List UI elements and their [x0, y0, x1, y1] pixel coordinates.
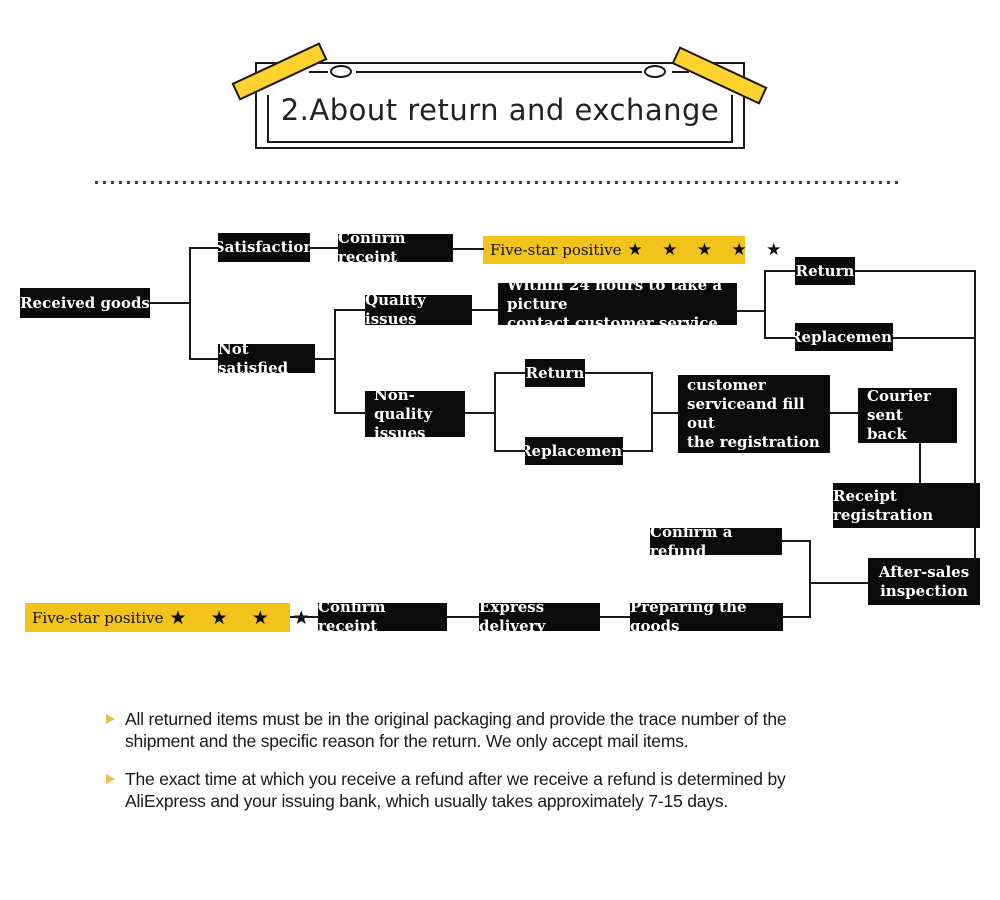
- flow-node-not-satisfied: Not satisfied: [218, 340, 315, 377]
- connector-line: [653, 412, 678, 414]
- connector-line: [336, 309, 366, 311]
- flow-node-confirm-receipt-bottom: Confirm receipt: [318, 598, 447, 635]
- connector-line: [496, 450, 525, 452]
- banner-string-line: [356, 71, 642, 73]
- connector-line: [472, 309, 498, 311]
- connector-line: [600, 616, 630, 618]
- connector-line: [783, 616, 810, 618]
- node-label: Contact customer serviceand fill out the…: [687, 357, 820, 470]
- five-star-icons: ★ ★ ★ ★ ★: [169, 606, 360, 629]
- flow-node-quality-issues: Quality issues: [365, 291, 472, 328]
- connector-line: [585, 372, 652, 374]
- node-label: Receipt registration: [833, 486, 934, 524]
- connector-line: [809, 540, 811, 618]
- connector-line: [855, 270, 975, 272]
- node-label: Confirm receipt: [318, 598, 386, 635]
- connector-line: [764, 270, 766, 339]
- node-label: Express delivery: [479, 598, 546, 635]
- node-label: Replacement: [789, 327, 899, 346]
- node-label: Five-star positive: [32, 608, 164, 627]
- flow-node-within-24-hours: Within 24 hours to take a picture contac…: [498, 276, 737, 332]
- dotted-divider: [95, 181, 901, 184]
- connector-line: [191, 247, 219, 249]
- node-label: After-sales inspection: [878, 562, 970, 600]
- node-label: Replacement: [519, 441, 629, 460]
- node-label: Return: [525, 363, 585, 382]
- node-label: Five-star positive: [490, 241, 622, 259]
- connector-line: [919, 443, 921, 484]
- node-label: Not satisfied: [218, 339, 289, 377]
- connector-line: [465, 412, 495, 414]
- flow-node-received-goods: Received goods: [20, 288, 150, 318]
- connector-line: [651, 372, 653, 452]
- five-star-icons: ★ ★ ★ ★ ★: [627, 240, 789, 260]
- bullet-triangle-icon: [106, 714, 115, 724]
- flow-node-contact-customer: Contact customer serviceand fill out the…: [678, 357, 830, 470]
- connector-line: [830, 412, 858, 414]
- connector-line: [766, 270, 795, 272]
- node-label: Received goods: [20, 293, 150, 312]
- ring-icon: [644, 65, 666, 78]
- ring-icon: [330, 65, 352, 78]
- connector-line: [782, 540, 810, 542]
- node-label: Confirm receipt: [338, 229, 406, 266]
- bullet-triangle-icon: [106, 774, 115, 784]
- connector-line: [189, 247, 191, 360]
- flow-node-five-star-top: Five-star positive ★ ★ ★ ★ ★: [483, 236, 781, 264]
- flow-node-satisfaction: Satisfaction: [214, 233, 314, 262]
- flow-node-replacement-quality: Replacement: [789, 323, 899, 351]
- connector-line: [447, 616, 479, 618]
- flow-node-return-nonquality: Return: [525, 359, 585, 387]
- connector-line: [893, 337, 975, 339]
- node-label: Satisfaction: [213, 238, 315, 256]
- connector-line: [453, 248, 484, 250]
- node-label: Preparing the goods: [630, 598, 747, 635]
- connector-line: [623, 450, 652, 452]
- connector-line: [810, 582, 868, 584]
- flow-node-preparing-goods: Preparing the goods: [630, 598, 783, 635]
- connector-line: [191, 358, 219, 360]
- banner-string-line: [672, 71, 689, 73]
- connector-line: [974, 528, 976, 559]
- page-title: 2.About return and exchange: [280, 93, 720, 127]
- node-label: Non-quality issues: [374, 385, 433, 442]
- flow-node-receipt-registration: Receipt registration: [833, 483, 980, 528]
- flow-node-five-star-bottom: Five-star positive ★ ★ ★ ★ ★: [25, 603, 351, 632]
- node-label: Return: [795, 261, 855, 280]
- flow-node-express-delivery: Express delivery: [479, 598, 600, 635]
- connector-line: [737, 310, 766, 312]
- node-label: Courier sent back: [867, 387, 931, 443]
- connector-line: [336, 412, 366, 414]
- note-item: All returned items must be in the origin…: [125, 709, 787, 751]
- flow-node-courier-sent-back: Courier sent back: [858, 387, 957, 443]
- flow-node-confirm-receipt-top: Confirm receipt: [338, 229, 453, 266]
- note-item: The exact time at which you receive a re…: [125, 769, 786, 811]
- connector-line: [334, 309, 336, 414]
- node-label: Quality issues: [365, 291, 426, 328]
- connector-line: [290, 616, 318, 618]
- connector-line: [974, 270, 976, 484]
- banner-inner-frame: [267, 95, 733, 143]
- flow-node-confirm-refund: Confirm a refund: [650, 523, 782, 560]
- banner-string-line: [309, 71, 328, 73]
- connector-line: [150, 302, 191, 304]
- flow-node-return-quality: Return: [795, 257, 855, 285]
- node-label: Within 24 hours to take a picture contac…: [507, 275, 723, 332]
- connector-line: [494, 372, 496, 452]
- connector-line: [766, 337, 795, 339]
- connector-line: [315, 358, 336, 360]
- flow-node-replacement-nonquality: Replacement: [519, 437, 629, 465]
- flow-node-non-quality-issues: Non-quality issues: [365, 386, 465, 442]
- connector-line: [310, 247, 340, 249]
- flow-node-after-sales-inspection: After-sales inspection: [868, 558, 980, 605]
- node-label: Confirm a refund: [650, 522, 733, 560]
- connector-line: [496, 372, 525, 374]
